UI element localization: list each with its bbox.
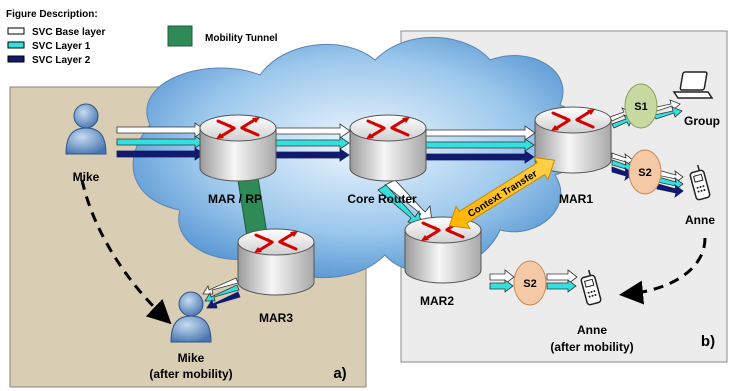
legend-label-tunnel: Mobility Tunnel xyxy=(205,33,278,44)
stream-mar1-to-anne xyxy=(611,152,684,198)
router-mar2-label: MAR2 xyxy=(420,294,454,308)
router-mar-rp-icon xyxy=(199,114,277,182)
user-group-label: Group xyxy=(684,114,720,128)
legend-title: Figure Description: xyxy=(6,9,98,20)
anne-mobility-arrow xyxy=(619,237,707,305)
router-mar1-label: MAR1 xyxy=(559,192,593,206)
person-mike-icon xyxy=(65,103,107,155)
phone-anne-after-icon xyxy=(580,269,602,306)
user-mike-after-label-line2: (after mobility) xyxy=(149,367,232,381)
router-mar-rp-label: MAR / RP xyxy=(208,192,262,206)
router-core-icon xyxy=(349,114,427,182)
person-mike-after-icon xyxy=(170,291,212,343)
panel-b-label: b) xyxy=(701,333,715,350)
legend-swatch-layer1 xyxy=(7,41,25,49)
legend-swatch-base xyxy=(7,27,25,35)
stream-mar2-to-anne-after xyxy=(489,269,578,293)
stream-marrp-to-core xyxy=(274,123,351,162)
router-mar3-icon xyxy=(237,228,315,296)
legend-label-layer2: SVC Layer 2 xyxy=(32,55,91,66)
stream-s2-top-label: S2 xyxy=(638,167,651,179)
user-mike-after-label-line1: Mike xyxy=(178,351,205,365)
router-core-label: Core Router xyxy=(347,192,417,206)
stream-s1-node: S1 xyxy=(624,83,658,129)
legend-swatch-tunnel xyxy=(167,25,193,47)
phone-anne-icon xyxy=(689,164,711,201)
stream-s2-after-node: S2 xyxy=(513,260,547,306)
router-mar2-icon xyxy=(404,216,482,284)
user-anne-label: Anne xyxy=(685,213,715,227)
stream-mar3-to-mike-after xyxy=(202,277,241,309)
legend-swatch-layer2 xyxy=(7,55,25,63)
user-mike-label: Mike xyxy=(73,170,100,184)
panel-a-label: a) xyxy=(333,365,346,382)
stream-s2-node: S2 xyxy=(628,149,662,195)
stream-s2-bottom-label: S2 xyxy=(523,278,536,290)
stream-s1-label: S1 xyxy=(634,101,647,113)
stream-core-to-mar1 xyxy=(424,125,536,164)
router-mar3-label: MAR3 xyxy=(259,311,293,325)
laptop-icon xyxy=(672,71,714,99)
legend-label-layer1: SVC Layer 1 xyxy=(32,41,91,52)
legend-label-base: SVC Base layer xyxy=(32,27,105,38)
user-anne-after-label-line2: (after mobility) xyxy=(550,340,633,354)
user-anne-after-label-line1: Anne xyxy=(577,323,607,337)
stream-core-to-mar2 xyxy=(377,179,433,226)
stream-mike-to-marrp xyxy=(116,122,206,161)
mike-mobility-arrow xyxy=(80,179,172,325)
legend: Figure Description: SVC Base layer SVC L… xyxy=(6,9,278,66)
